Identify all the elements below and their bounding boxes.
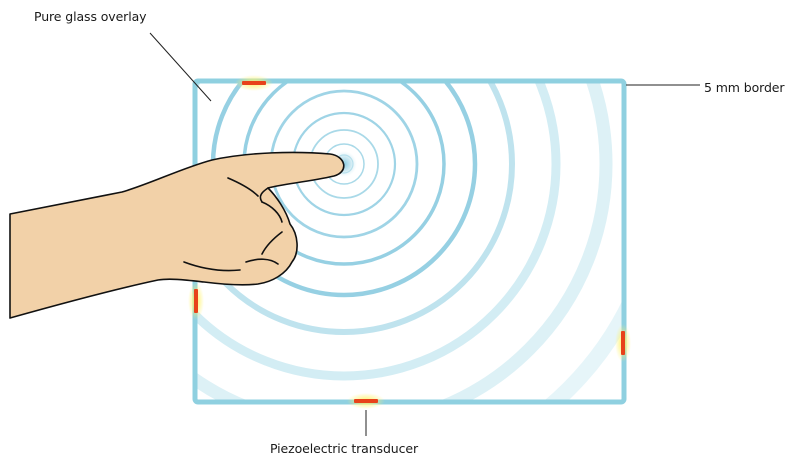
border-label: 5 mm border: [704, 80, 785, 95]
transducer-left: [188, 282, 204, 320]
transducer-group: [188, 75, 631, 409]
transducer-right: [615, 324, 631, 362]
ripple-ring: [195, 81, 515, 335]
transducer-label: Piezoelectric transducer: [270, 441, 419, 456]
transducer-top: [235, 75, 273, 91]
leader-lines: [149, 32, 700, 436]
transducer-bottom: [347, 393, 385, 409]
pointing-hand-icon: [9, 151, 345, 319]
ripple-ring: [195, 81, 561, 381]
ripple-ring: [195, 81, 613, 402]
glass-overlay-label: Pure glass overlay: [34, 9, 147, 24]
leader-line-overlay: [149, 32, 212, 102]
